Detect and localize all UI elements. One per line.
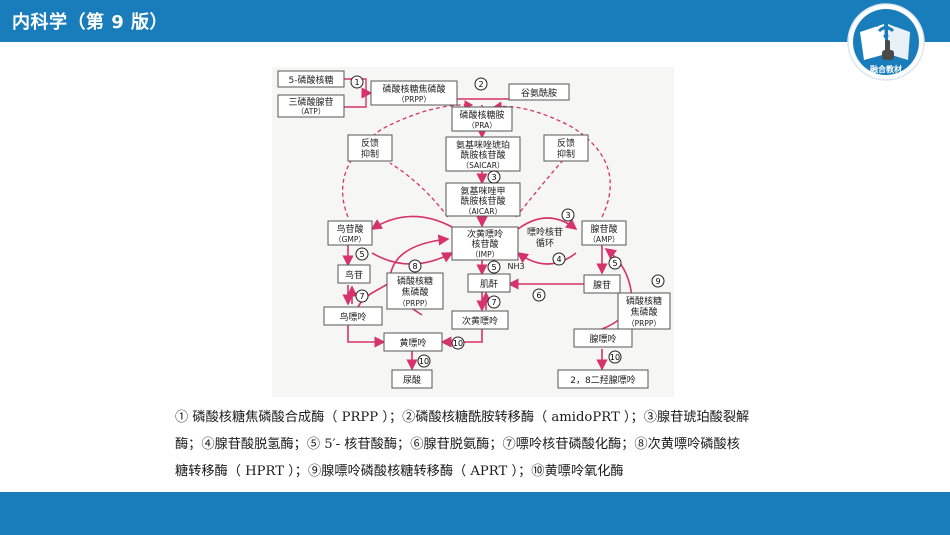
- marker-5c: 5: [608, 256, 622, 270]
- marker-10a: 10: [417, 354, 431, 368]
- node-prpp-right-2: 焦磷酸: [630, 306, 657, 318]
- logo: 融合教材: [847, 3, 925, 81]
- node-xanthine: 黄嘌呤: [399, 337, 426, 349]
- feedback-right-2: 抑制: [557, 148, 575, 160]
- node-saicar-abbr: （SAICAR）: [462, 161, 505, 170]
- svg-text:8: 8: [412, 262, 417, 271]
- node-prpp-left-2: 焦磷酸: [401, 286, 428, 298]
- node-atp-abbr: （ATP）: [297, 107, 326, 116]
- svg-text:7: 7: [359, 292, 364, 301]
- svg-text:5: 5: [491, 263, 496, 272]
- caption-line-3: 糖转移酶（ HPRT ）；⑨腺嘌呤磷酸核糖转移酶（ APRT ）；⑩黄嘌呤氧化酶: [175, 464, 624, 479]
- marker-10c: 10: [451, 336, 465, 350]
- svg-text:9: 9: [655, 277, 660, 286]
- svg-text:6: 6: [536, 291, 541, 300]
- svg-text:2: 2: [478, 80, 483, 89]
- node-aicar: 氨基咪唑甲: [460, 185, 505, 197]
- page-title: 内科学（第 9 版）: [12, 12, 169, 33]
- node-gmp: 鸟苷酸: [336, 223, 363, 235]
- logo-label: 融合教材: [870, 64, 902, 74]
- node-imp: 次黄嘌呤: [467, 228, 503, 240]
- marker-9: 9: [651, 274, 665, 288]
- marker-2: 2: [474, 77, 488, 91]
- svg-text:3: 3: [565, 211, 570, 220]
- node-amp-abbr: （AMP）: [588, 235, 619, 244]
- svg-text:5: 5: [612, 259, 617, 268]
- node-adenine: 腺嘌呤: [589, 333, 616, 345]
- marker-10b: 10: [608, 350, 622, 364]
- node-r5p: 5-磷酸核糖: [289, 74, 334, 86]
- node-atp: 三磷酸腺苷: [288, 96, 333, 108]
- node-prpp-left-abbr: （PRPP）: [398, 299, 432, 308]
- node-hypoxanthine: 次黄嘌呤: [462, 315, 498, 327]
- node-imp-abbr: （IMP）: [471, 250, 499, 259]
- marker-6: 6: [532, 288, 546, 302]
- node-guanine: 鸟嘌呤: [339, 311, 366, 323]
- marker-5a: 5: [355, 247, 369, 261]
- marker-7a: 7: [355, 289, 369, 303]
- node-guanosine: 鸟苷: [345, 269, 363, 281]
- node-saicar: 氨基咪唑琥珀: [456, 139, 510, 151]
- marker-7b: 7: [487, 295, 501, 309]
- label-nh3: NH3: [507, 262, 524, 271]
- node-aicar-2: 酰胺核苷酸: [460, 195, 505, 207]
- caption-line-1: ① 磷酸核糖焦磷酸合成酶（ PRPP ）；②磷酸核糖酰胺转移酶（ amidoPR…: [175, 410, 750, 425]
- node-prpp-right: 磷酸核糖: [626, 295, 662, 307]
- node-pra-abbr: （PRA）: [467, 121, 497, 130]
- node-inosine: 肌酐: [480, 279, 498, 290]
- cycle-label: 嘌呤核苷: [527, 226, 563, 238]
- footer-bar: [0, 492, 950, 535]
- svg-text:10: 10: [453, 339, 463, 348]
- node-prpp: 磷酸核糖焦磷酸: [382, 83, 445, 95]
- marker-1: 1: [350, 75, 364, 89]
- node-prpp-left: 磷酸核糖: [397, 275, 433, 287]
- svg-text:1: 1: [354, 78, 359, 87]
- svg-text:10: 10: [419, 357, 429, 366]
- node-uric-acid: 尿酸: [403, 375, 421, 386]
- svg-text:3: 3: [491, 173, 496, 182]
- svg-text:4: 4: [556, 255, 561, 264]
- node-dha: 2，8二羟腺嘌呤: [570, 374, 635, 386]
- svg-text:5: 5: [359, 250, 364, 259]
- header-bar: 内科学（第 9 版）: [0, 0, 950, 42]
- node-prpp-right-abbr: （PRPP）: [627, 319, 661, 328]
- node-pra: 磷酸核糖胺: [459, 109, 504, 121]
- purine-metabolism-diagram: 5-磷酸核糖 三磷酸腺苷 （ATP） 磷酸核糖焦磷酸 （PRPP） 谷氨酰胺 磷…: [272, 67, 674, 397]
- marker-3b: 3: [561, 208, 575, 222]
- node-amp: 腺苷酸: [590, 223, 617, 235]
- figure-caption: ① 磷酸核糖焦磷酸合成酶（ PRPP ）；②磷酸核糖酰胺转移酶（ amidoPR…: [175, 404, 785, 485]
- svg-text:10: 10: [610, 353, 620, 362]
- svg-text:7: 7: [491, 298, 496, 307]
- wifi-hand-icon: [860, 19, 910, 60]
- caption-line-2: 酶；④腺苷酸脱氢酶；⑤ 5′- 核苷酸酶；⑥腺苷脱氨酶；⑦嘌呤核苷磷酸化酶；⑧次…: [175, 437, 740, 452]
- node-prpp-abbr: （PRPP）: [397, 95, 431, 104]
- marker-4: 4: [552, 252, 566, 266]
- node-glutamine: 谷氨酰胺: [521, 87, 557, 99]
- node-saicar-2: 酰胺核苷酸: [460, 149, 505, 161]
- marker-8: 8: [408, 259, 422, 273]
- node-adenosine: 腺苷: [593, 279, 611, 291]
- feedback-left: 反馈: [361, 137, 379, 149]
- node-imp-2: 核苷酸: [471, 238, 498, 250]
- node-gmp-abbr: （GMP）: [334, 235, 366, 244]
- marker-3a: 3: [487, 170, 501, 184]
- marker-5b: 5: [487, 260, 501, 274]
- cycle-label-2: 循环: [536, 237, 554, 249]
- feedback-left-2: 抑制: [361, 148, 379, 160]
- feedback-right: 反馈: [557, 137, 575, 149]
- node-aicar-abbr: （AICAR）: [464, 207, 502, 216]
